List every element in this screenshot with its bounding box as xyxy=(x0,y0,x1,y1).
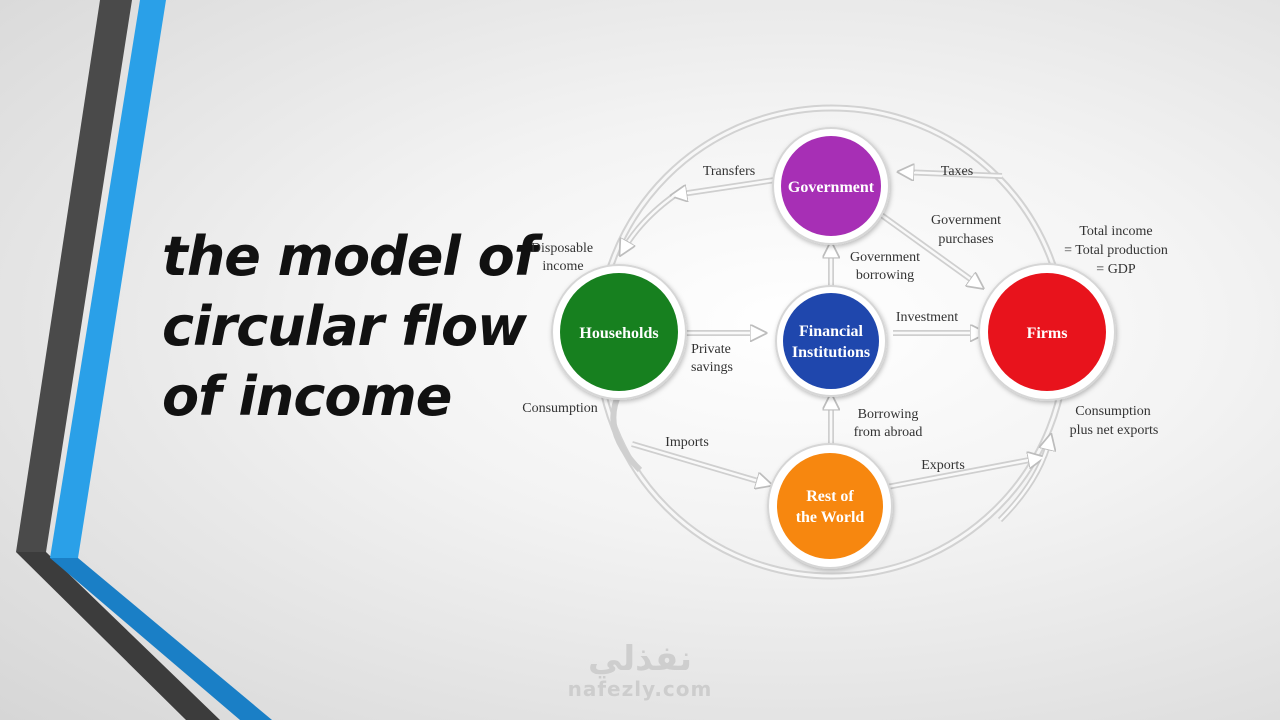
financial-label-line-1: Financial xyxy=(799,323,864,340)
title-line-1: the model of xyxy=(162,225,537,288)
households-circle xyxy=(560,273,678,391)
rest-of-world-label-line-2: the World xyxy=(796,509,865,526)
label-exports: Exports xyxy=(921,458,965,473)
node-rest-of-world: Rest of the World xyxy=(767,443,893,569)
government-circle xyxy=(781,136,881,236)
flow-labels: Transfers Taxes Disposable income Govern… xyxy=(522,164,1168,473)
rest-of-world-label-line-1: Rest of xyxy=(806,488,854,505)
flow-arrows xyxy=(610,172,1050,523)
households-label: Households xyxy=(579,325,658,342)
label-imports: Imports xyxy=(665,435,709,450)
label-government-purchases-1: Government xyxy=(931,213,1001,228)
label-consumption: Consumption xyxy=(522,401,597,416)
label-private-savings-2: savings xyxy=(691,360,733,375)
firms-label: Firms xyxy=(1027,325,1068,342)
label-borrowing-from-abroad-2: from abroad xyxy=(854,425,923,440)
slide-title: the model of circular flow of income xyxy=(162,222,537,432)
financial-label-line-2: Institutions xyxy=(792,344,870,361)
label-government-purchases-2: purchases xyxy=(938,232,993,247)
label-total-income-2: = Total production xyxy=(1064,243,1168,258)
label-borrowing-from-abroad-1: Borrowing xyxy=(858,407,919,422)
label-government-borrowing-1: Government xyxy=(850,250,920,265)
label-consumption-net-exports-1: Consumption xyxy=(1075,404,1150,419)
node-financial-institutions: Financial Institutions xyxy=(775,285,887,397)
node-firms: Firms xyxy=(978,263,1116,401)
watermark-arabic: نفذلي xyxy=(587,639,693,679)
firms-circle xyxy=(988,273,1106,391)
title-line-2: circular flow xyxy=(162,295,527,358)
label-disposable-income-1: Disposable xyxy=(531,241,593,256)
node-government: Government xyxy=(772,127,890,245)
rest-of-world-circle xyxy=(777,453,883,559)
watermark: نفذلي nafezly.com xyxy=(560,640,720,700)
label-consumption-net-exports-2: plus net exports xyxy=(1070,423,1159,438)
node-households: Households xyxy=(551,264,687,400)
label-investment: Investment xyxy=(896,310,958,325)
label-government-borrowing-2: borrowing xyxy=(856,268,914,283)
financial-institutions-circle xyxy=(783,293,879,389)
label-private-savings-1: Private xyxy=(691,342,731,357)
label-total-income-1: Total income xyxy=(1079,224,1152,239)
label-transfers: Transfers xyxy=(703,164,755,179)
watermark-url: nafezly.com xyxy=(567,677,713,701)
label-disposable-income-2: income xyxy=(542,259,583,274)
title-line-3: of income xyxy=(162,365,452,428)
label-taxes: Taxes xyxy=(941,164,973,179)
label-total-income-3: = GDP xyxy=(1096,262,1136,277)
government-label: Government xyxy=(788,179,875,196)
